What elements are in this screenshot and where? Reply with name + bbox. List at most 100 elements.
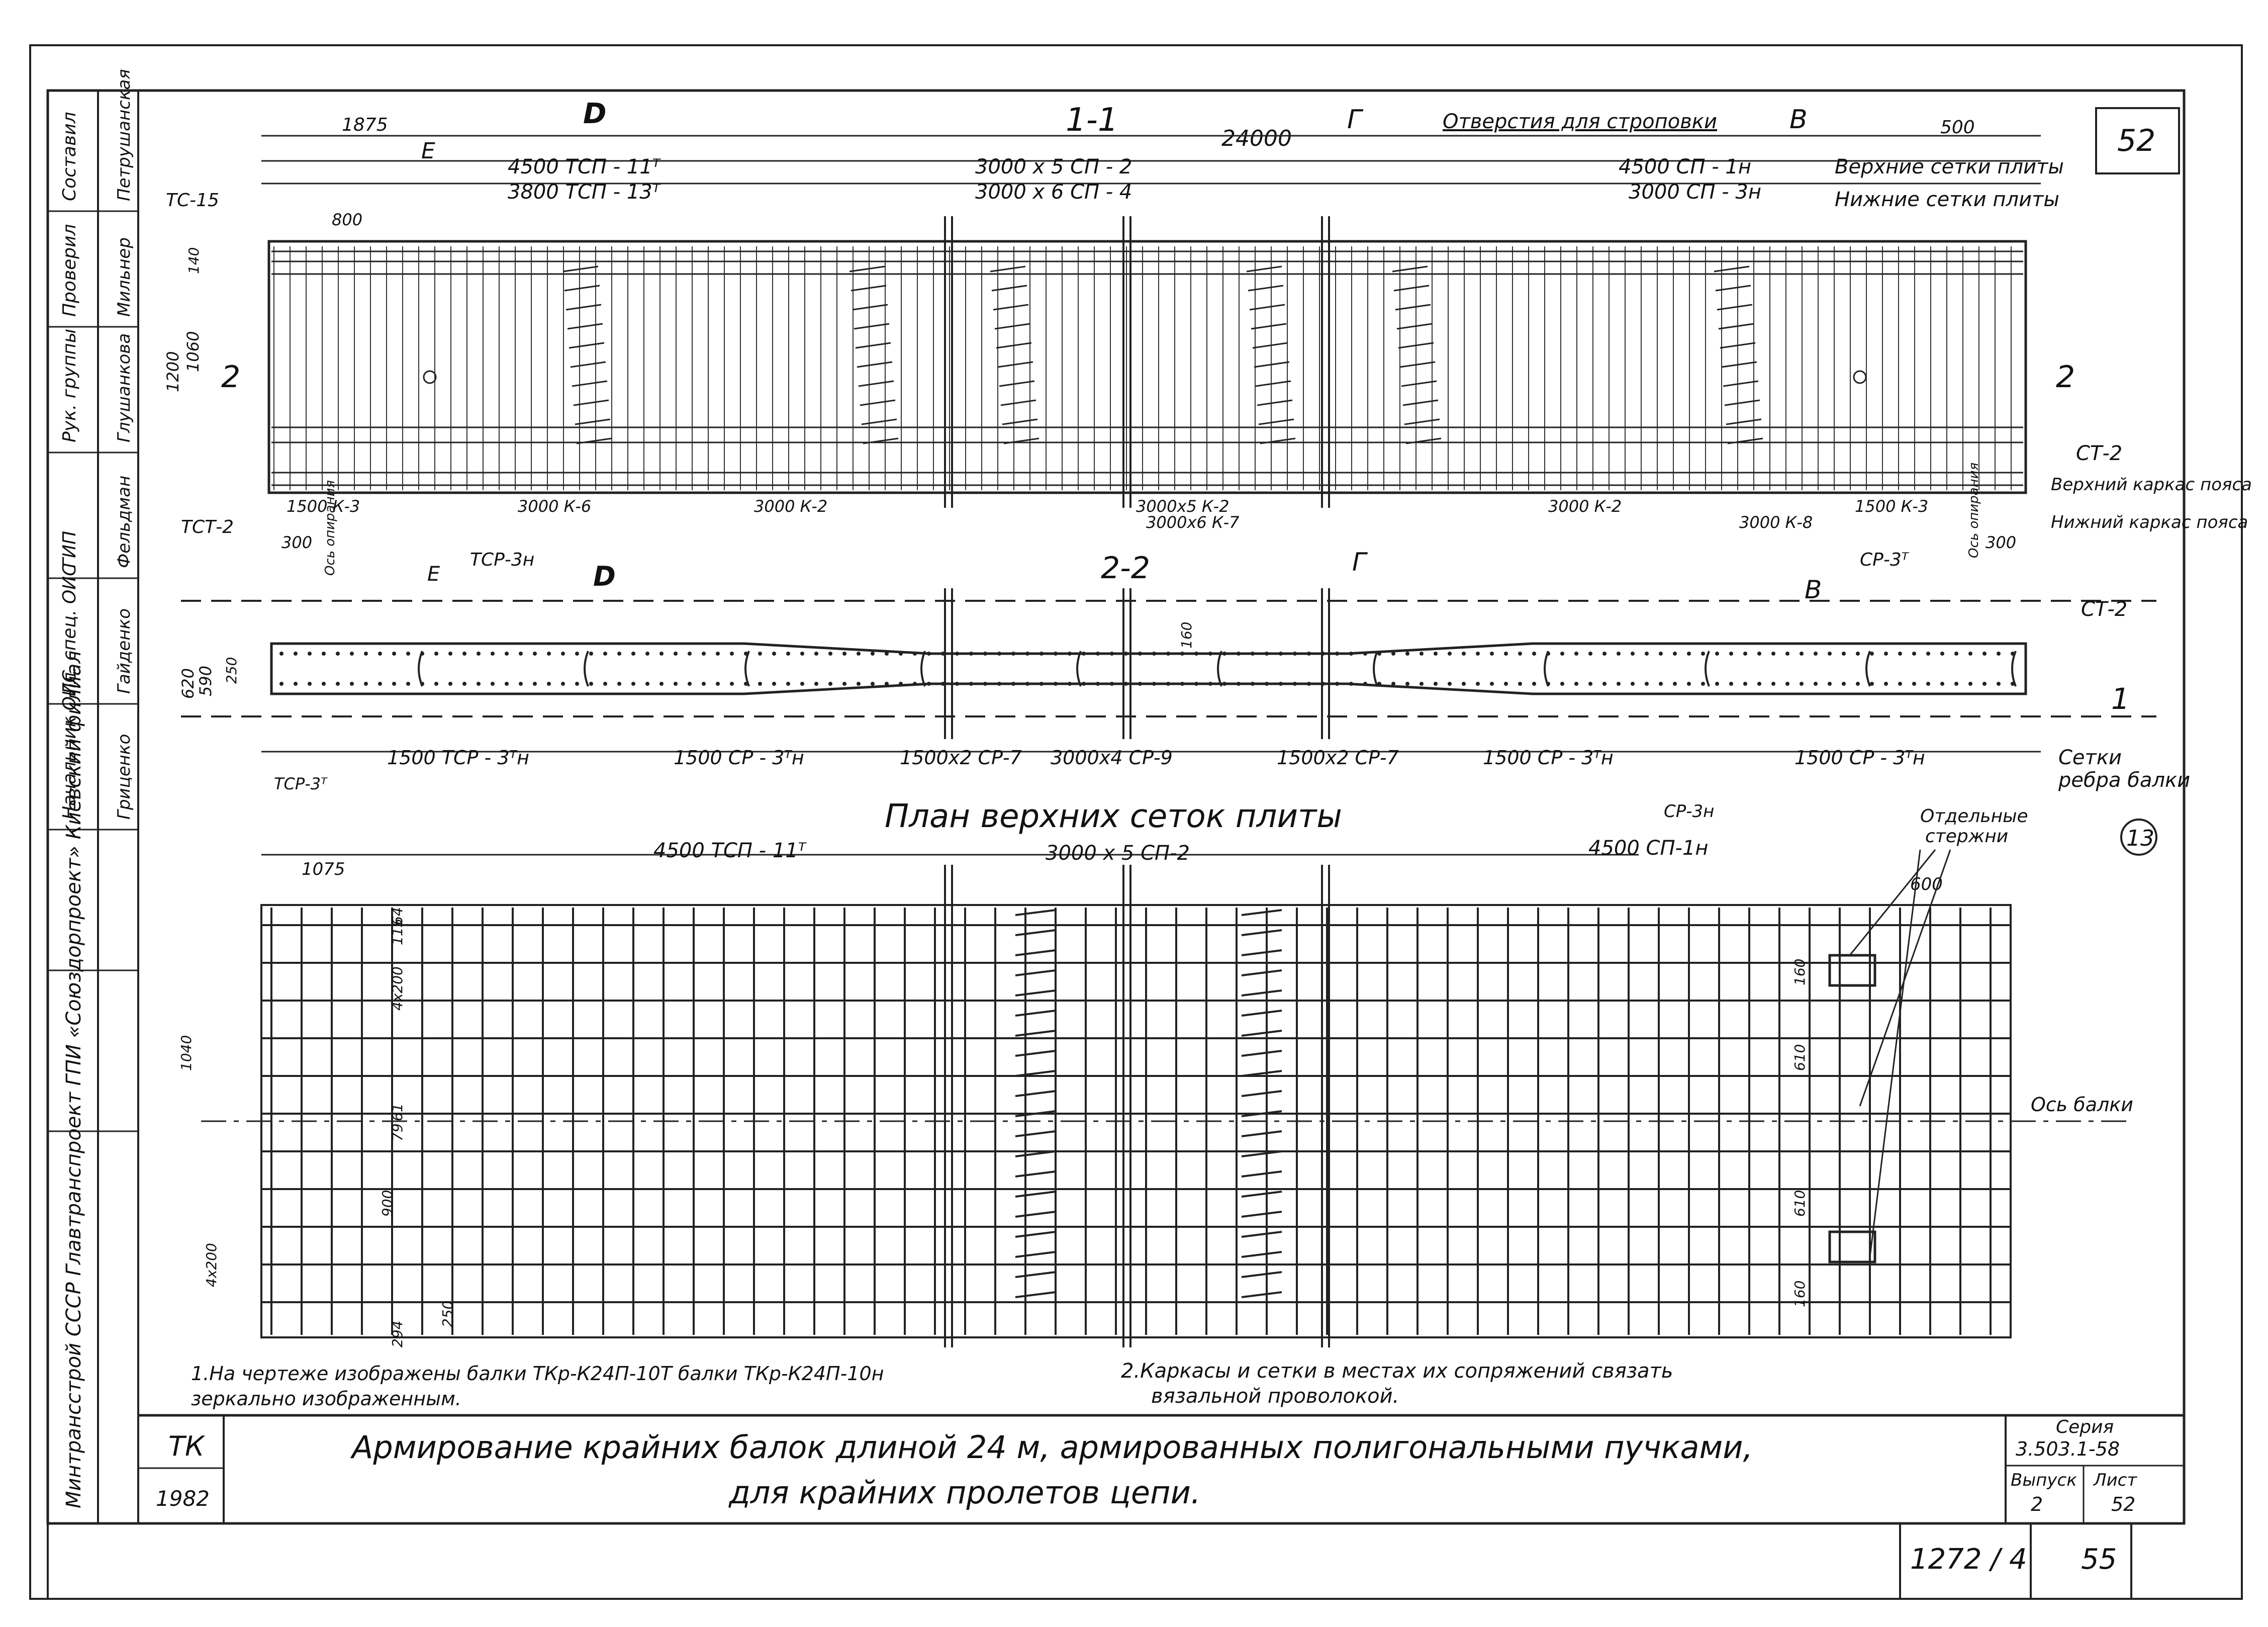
label-cr3n: СР-3н — [1664, 801, 1714, 822]
frame-label-upper-1: 3000 К-6 — [518, 497, 591, 516]
series-value: 3.503.1-58 — [2016, 1438, 2120, 1460]
stamp-role-1: Проверил — [59, 224, 80, 317]
rib-segment-0: 1500 ТСР - 3ᵀн — [387, 747, 529, 769]
marker-g-top: Г — [1347, 105, 1364, 135]
plan-dim-right-2: 610 — [1791, 1190, 1808, 1217]
plan-upper-meshes: План верхних сеток плиты 4500 ТСП - 11ᵀ … — [178, 798, 2157, 1347]
rib-segment-6: 1500 СР - 3ᵀн — [1794, 747, 1925, 769]
callout-number: 13 — [2126, 826, 2154, 851]
issue-value: 2 — [2031, 1493, 2043, 1515]
rib-segment-2: 1500x2 СР-7 — [900, 747, 1022, 769]
label-ts15: ТС-15 — [166, 190, 219, 211]
stamp-role-4: Гл. спец. ОИС — [59, 563, 80, 694]
outer-frame — [29, 44, 2243, 1600]
plan-dim-right-1: 610 — [1791, 1044, 1808, 1071]
stamp-name-5: Гриценко — [114, 734, 134, 820]
stamp-role-3: ГИП — [59, 531, 80, 568]
plan-dim-left-9: 250 — [439, 1301, 456, 1327]
plan-dim-1075: 1075 — [302, 859, 345, 879]
dim-590: 590 — [196, 666, 215, 696]
dim-250: 250 — [223, 657, 240, 684]
plan-dim-left-1: 115 — [389, 919, 406, 945]
plan-dim-left-5: 61 — [389, 1103, 406, 1121]
dim-1200: 1200 — [163, 351, 182, 392]
plan-dim-left-0: 64 — [389, 907, 406, 925]
plan-mid-label: 3000 x 5 СП-2 — [1046, 842, 1190, 865]
marker-e-top: Е — [421, 138, 435, 164]
sheet-label: Лист — [2093, 1470, 2137, 1490]
rib-segment-4: 1500x2 СР-7 — [1277, 747, 1399, 769]
plan-dim-left-2: 4x200 — [389, 966, 406, 1011]
section-1-title: 1-1 — [1066, 102, 1118, 139]
elevation-rebar-grid — [271, 216, 2023, 508]
holes-note: Отверстия для строповки — [1443, 110, 1717, 133]
archive-number: 1272 / 4 — [1910, 1543, 2027, 1576]
rib-segments: 1500 ТСР - 3ᵀн 1500 СР - 3ᵀн 1500x2 СР-7 30… — [387, 747, 1925, 769]
separate-bars-2: стержни — [1925, 826, 2008, 847]
label-tsp3n: ТСР-3н — [470, 550, 534, 570]
upper-chord-label: Верхний каркас пояса — [2051, 475, 2252, 495]
dim-500: 500 — [1940, 117, 1975, 138]
label-tsp3t: ТСР-3ᵀ — [274, 774, 328, 793]
beam-axis-label: Ось балки — [2031, 1094, 2133, 1116]
axis-support-right: Ось опирания — [1966, 463, 1981, 558]
dim-300-right: 300 — [1986, 533, 2016, 552]
marker-b-top: В — [1789, 105, 1808, 135]
upper-mesh-label: Верхние сетки плиты — [1835, 155, 2064, 178]
plan-dim-left-8: 294 — [389, 1321, 406, 1347]
cut-2-left: 2 — [221, 359, 240, 395]
plan-right-label: 4500 СП-1н — [1588, 837, 1709, 860]
issue-label: Выпуск — [2011, 1470, 2077, 1490]
marker-d-bottom: D — [593, 561, 616, 592]
plan-dim-left-3: 1040 — [178, 1035, 195, 1071]
rib-segment-1: 1500 СР - 3ᵀн — [674, 747, 804, 769]
sheet-number-top: 52 — [2117, 123, 2155, 158]
title-year: 1982 — [156, 1486, 210, 1511]
stamp-role-0: Составил — [59, 112, 80, 201]
plan-dim-right-3: 160 — [1791, 1281, 1808, 1307]
lower-mid-mesh: 3000 x 6 СП - 4 — [975, 180, 1132, 204]
lower-right-mesh: 3000 СП - 3н — [1629, 180, 1761, 204]
inner-frame — [46, 89, 2186, 1525]
series-label: Серия — [2056, 1417, 2114, 1437]
callout-circle — [2120, 819, 2157, 856]
dim-620: 620 — [178, 668, 198, 699]
note2-line1: 2.Каркасы и сетки в местах их сопряжений… — [1121, 1360, 1673, 1383]
frame-label-upper-0: 1500 К-3 — [287, 497, 360, 516]
axis-support-left: Ось опирания — [323, 480, 338, 576]
section-1-1: 1-1 24000 1875 500 4500 ТСП - 11ᵀ 3800 Т… — [163, 98, 2252, 604]
total-length: 24000 — [1221, 126, 1292, 151]
beam-elevation-outline — [267, 240, 2027, 494]
rib-mesh-label-2: ребра балки — [2058, 769, 2190, 792]
stamp-name-1: Мильнер — [114, 237, 134, 317]
sheet-value: 52 — [2111, 1493, 2135, 1515]
upper-mid-mesh: 3000 x 5 СП - 2 — [975, 155, 1132, 178]
drawing-title-line1: Армирование крайних балок длиной 24 м, а… — [350, 1429, 1753, 1466]
separate-bars-1: Отдельные — [1920, 806, 2028, 827]
drawing-title-line2: для крайних пролетов цепи. — [728, 1474, 1201, 1511]
rib-segment-3: 3000x4 СР-9 — [1051, 747, 1173, 769]
lower-chord-label: Нижний каркас пояса — [2051, 512, 2248, 532]
cut-2-right: 2 — [2056, 359, 2075, 395]
plan-dim-left-6: 900 — [379, 1190, 396, 1217]
sheet-number-box — [2095, 107, 2180, 174]
dim-1060: 1060 — [183, 331, 203, 372]
marker-e-bottom: Е — [427, 563, 440, 586]
lower-left-mesh: 3800 ТСП - 13ᵀ — [508, 180, 662, 204]
frame-label-upper-2: 3000 К-2 — [754, 497, 827, 516]
stamp-name-0: Петрушанская — [114, 69, 134, 201]
cut-1: 1 — [2111, 682, 2130, 716]
dim-800: 800 — [332, 210, 362, 229]
frame-label-lower-1: 3000 К-8 — [1739, 513, 1813, 532]
marker-g-bottom: Г — [1352, 548, 1368, 577]
upper-left-mesh: 4500 ТСП - 11ᵀ — [508, 155, 662, 178]
rib-outline — [270, 642, 2027, 695]
plan-dim-right-0: 160 — [1791, 959, 1808, 985]
rib-rebar-dots — [279, 588, 2017, 739]
stamp-name-3: Фельдман — [114, 476, 134, 568]
frame-label-upper-5: 1500 К-3 — [1855, 497, 1928, 516]
plan-dim-left-4: 79 — [389, 1123, 406, 1141]
